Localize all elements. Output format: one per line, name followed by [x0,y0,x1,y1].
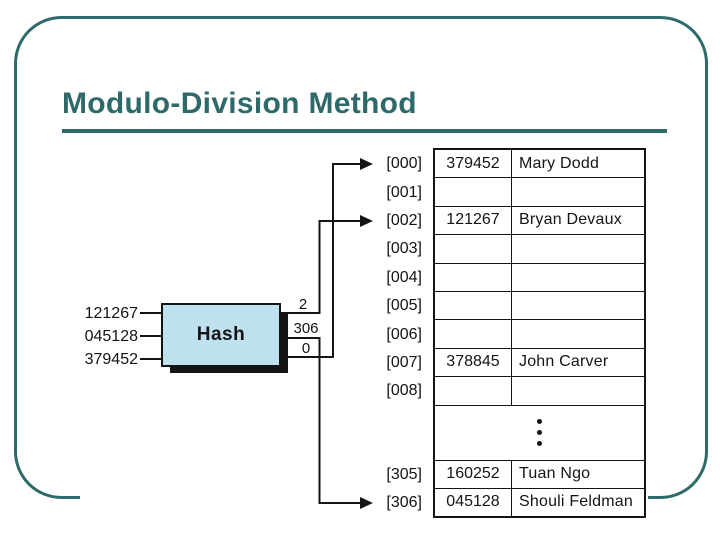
table-row: 378845 John Carver [435,348,644,378]
address-label-004: [004] [386,268,422,286]
address-label-002: [002] [386,211,422,229]
flow-line-to-row-000 [288,163,360,358]
address-label-005: [005] [386,297,422,315]
key-cell [435,178,512,206]
name-cell [512,320,644,347]
name-cell: John Carver [519,353,609,371]
hash-box-label: Hash [196,324,246,345]
output-value-2: 2 [298,296,308,313]
address-label-306: [306] [386,493,422,511]
address-label-305: [305] [386,465,422,483]
key-cell [435,235,512,263]
key-cell: 379452 [435,150,512,178]
table-row [435,320,644,349]
name-cell [512,264,644,291]
name-cell: Bryan Devaux [519,211,622,229]
table-row [435,291,644,321]
table-row: 045128 Shouli Feldman [435,488,644,516]
address-label-007: [007] [386,353,422,371]
table-row: 160252 Tuan Ngo [435,460,644,489]
key-cell: 121267 [435,206,512,235]
name-cell: Shouli Feldman [519,493,633,511]
key-cell [435,263,512,291]
hash-box [161,303,281,367]
page-title: Modulo-Division Method [62,87,417,120]
key-cell: 378845 [435,348,512,377]
input-key-2: 045128 [84,328,138,345]
table-ellipsis-row [435,406,644,461]
title-underline [62,129,667,133]
table-row: 121267 Bryan Devaux [435,206,644,236]
key-cell: 045128 [435,488,512,516]
key-cell [435,320,512,348]
input-key-3: 379452 [84,351,138,368]
key-cell [435,291,512,320]
address-label-008: [008] [386,382,422,400]
key-cell: 160252 [435,460,512,488]
name-cell [512,235,644,262]
input-key-1: 121267 [84,305,138,322]
address-label-003: [003] [386,240,422,258]
name-cell: Mary Dodd [519,154,600,172]
name-cell: Tuan Ngo [519,465,591,483]
output-value-306: 306 [293,320,319,337]
hash-file-table: 379452 Mary Dodd 121267 Bryan Devaux [433,148,646,518]
address-label-000: [000] [386,155,422,173]
table-row: 379452 Mary Dodd [435,150,644,179]
flow-line-to-row-002 [288,220,360,314]
output-value-0: 0 [301,340,311,357]
table-row [435,377,644,406]
table-row [435,235,644,264]
vertical-ellipsis-icon [537,419,542,447]
table-row [435,263,644,292]
name-cell [512,178,644,205]
arrowhead-row-306-icon [360,497,373,509]
address-label-006: [006] [386,325,422,343]
address-label-001: [001] [386,183,422,201]
name-cell [512,292,644,319]
arrowhead-row-002-icon [360,215,373,227]
table-row [435,178,644,207]
key-cell [435,377,512,405]
flow-line-to-row-306 [288,337,360,504]
name-cell [512,377,644,404]
arrowhead-row-000-icon [360,158,373,170]
